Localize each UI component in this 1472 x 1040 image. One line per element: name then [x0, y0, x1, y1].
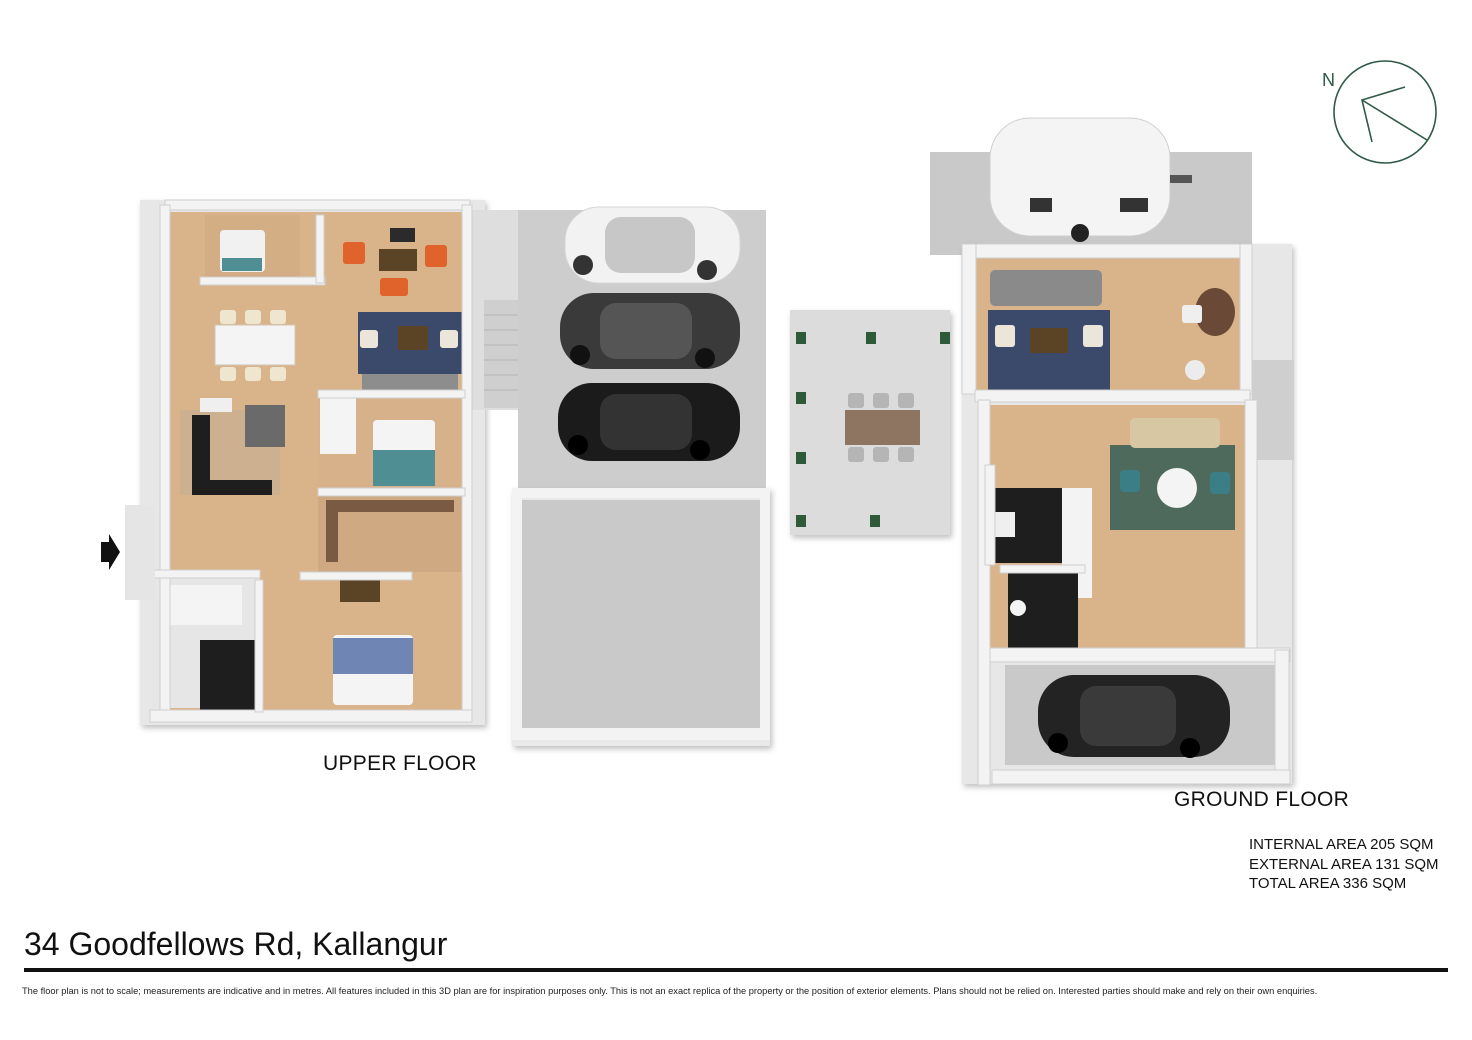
disclaimer-text: The floor plan is not to scale; measurem…	[22, 986, 1318, 996]
driveway	[512, 206, 770, 746]
internal-area: INTERNAL AREA 205 SQM	[1249, 836, 1434, 853]
stairs-upper	[484, 300, 518, 408]
ground-walls	[961, 243, 1291, 786]
compass-north-label: N	[1322, 70, 1335, 90]
caravan	[989, 117, 1192, 242]
upper-floor-label: UPPER FLOOR	[323, 752, 477, 775]
sofa-living	[1130, 418, 1220, 448]
entry-steps	[125, 505, 155, 600]
compass-icon	[1333, 60, 1437, 164]
area-summary: INTERNAL AREA 205 SQM EXTERNAL AREA 131 …	[1249, 835, 1439, 894]
upper-floor-plan	[125, 199, 522, 725]
total-area: TOTAL AREA 336 SQM	[1249, 875, 1407, 892]
fireplace	[390, 228, 415, 242]
stairs-ground	[1252, 360, 1294, 460]
round-coffee-table	[1157, 468, 1197, 508]
car-grey	[560, 293, 740, 369]
study-desk	[1195, 288, 1235, 336]
sofa-family	[990, 270, 1102, 306]
dining-table	[214, 324, 296, 366]
garage-floor-upper	[522, 500, 762, 728]
ground-floor-label: GROUND FLOOR	[1174, 788, 1350, 811]
upper-walls	[149, 199, 473, 723]
patio-table	[845, 410, 920, 445]
car-white	[564, 206, 741, 284]
fridge	[245, 405, 285, 447]
ground-floor-plan	[930, 117, 1294, 786]
orange-armchairs	[343, 242, 447, 296]
coffee-table-upper	[379, 249, 417, 271]
entry-arrow-icon	[101, 534, 120, 570]
patio	[790, 310, 950, 535]
divider-rule	[24, 968, 1448, 972]
property-address: 34 Goodfellows Rd, Kallangur	[24, 926, 448, 962]
car-garage	[1038, 675, 1230, 758]
car-black	[558, 383, 740, 461]
external-area: EXTERNAL AREA 131 SQM	[1249, 855, 1439, 873]
